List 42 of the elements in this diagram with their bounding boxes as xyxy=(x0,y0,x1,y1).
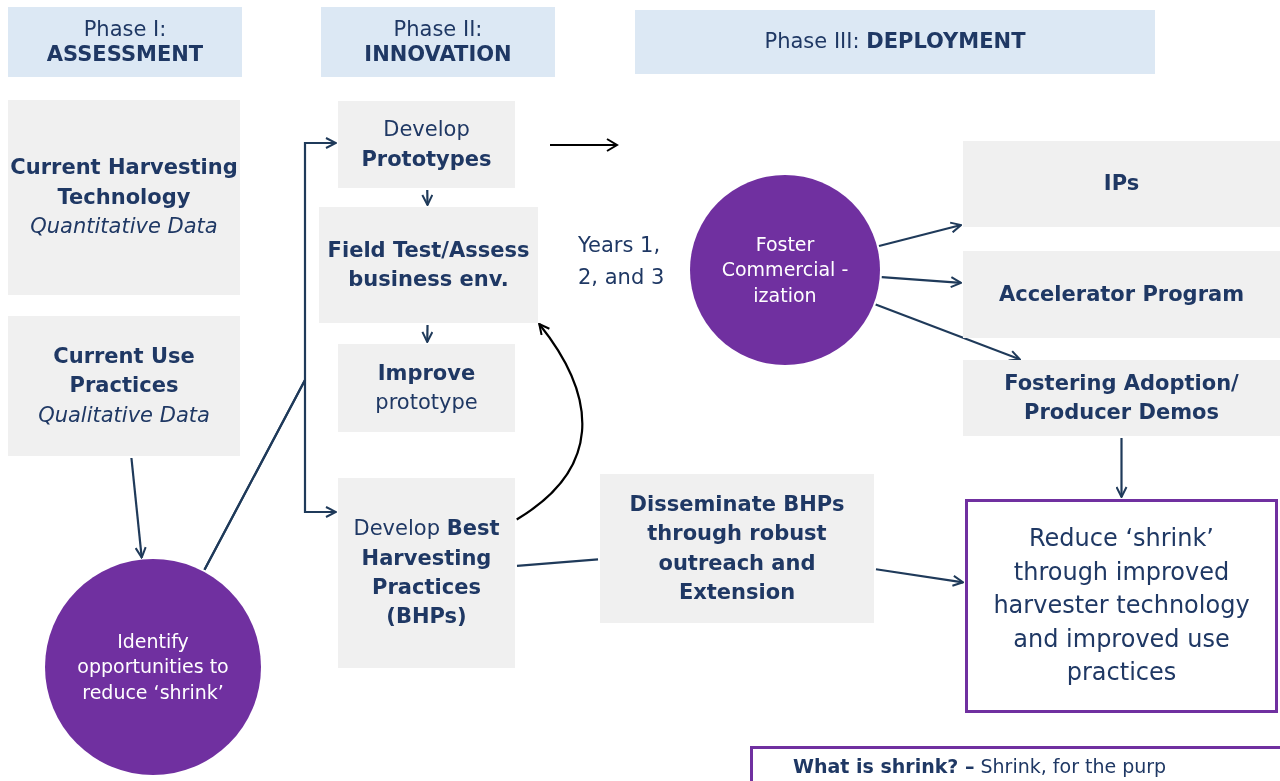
node-note: Quantitative Data xyxy=(30,213,218,241)
process-box xyxy=(338,478,515,668)
arrow xyxy=(130,457,147,559)
arrow xyxy=(1115,438,1128,498)
duration-label: Years 1, 2, and 3 xyxy=(578,232,666,291)
node-label: Improve prototype xyxy=(374,359,479,416)
process-box xyxy=(338,101,515,188)
outcome-box xyxy=(963,251,1280,338)
node-label: Current Harvesting Technology xyxy=(9,154,239,211)
phase-band xyxy=(321,7,555,77)
node-note: Qualitative Data xyxy=(38,401,210,429)
arrow xyxy=(875,568,964,587)
arrow xyxy=(878,221,963,248)
process-box xyxy=(338,344,515,432)
phase-band xyxy=(8,7,242,77)
result-box xyxy=(965,499,1278,713)
arrow xyxy=(421,190,434,206)
outcome-box xyxy=(963,360,1280,436)
node-label: Develop Prototypes xyxy=(360,116,493,173)
arrow xyxy=(203,378,337,571)
outcome-box xyxy=(963,141,1280,227)
arrow xyxy=(881,275,962,289)
node-label: Disseminate BHPs through robust outreach and Extension xyxy=(628,490,846,606)
node-label: What is shrink? – Shrink, for the purp xyxy=(793,755,1167,777)
node-label: Accelerator Program xyxy=(998,280,1245,308)
node-label: Phase III: DEPLOYMENT xyxy=(764,29,1026,55)
arrow xyxy=(516,323,584,521)
node-label: Develop Best Harvesting Practices (BHPs) xyxy=(352,515,501,631)
arrow xyxy=(421,325,434,343)
note-box xyxy=(750,746,1280,781)
node-label: Current Use Practices xyxy=(52,342,196,400)
node-label: Field Test/Assess business env. xyxy=(326,236,531,293)
phase-band xyxy=(635,10,1155,74)
node-label: Foster Commercial - ization xyxy=(720,231,850,308)
process-box xyxy=(319,207,538,323)
arrow xyxy=(875,303,1021,362)
node-label: Fostering Adoption/ Producer Demos xyxy=(1003,369,1240,426)
node-label: IPs xyxy=(1103,170,1140,198)
node-label: Phase II: INNOVATION xyxy=(363,16,513,68)
node-label: Phase I: ASSESSMENT xyxy=(45,16,205,68)
node-label: Reduce ‘shrink’ through improved harvester technology and improved use practices xyxy=(992,523,1251,689)
node-label: Identify opportunities to reduce ‘shrink’ xyxy=(76,628,230,705)
